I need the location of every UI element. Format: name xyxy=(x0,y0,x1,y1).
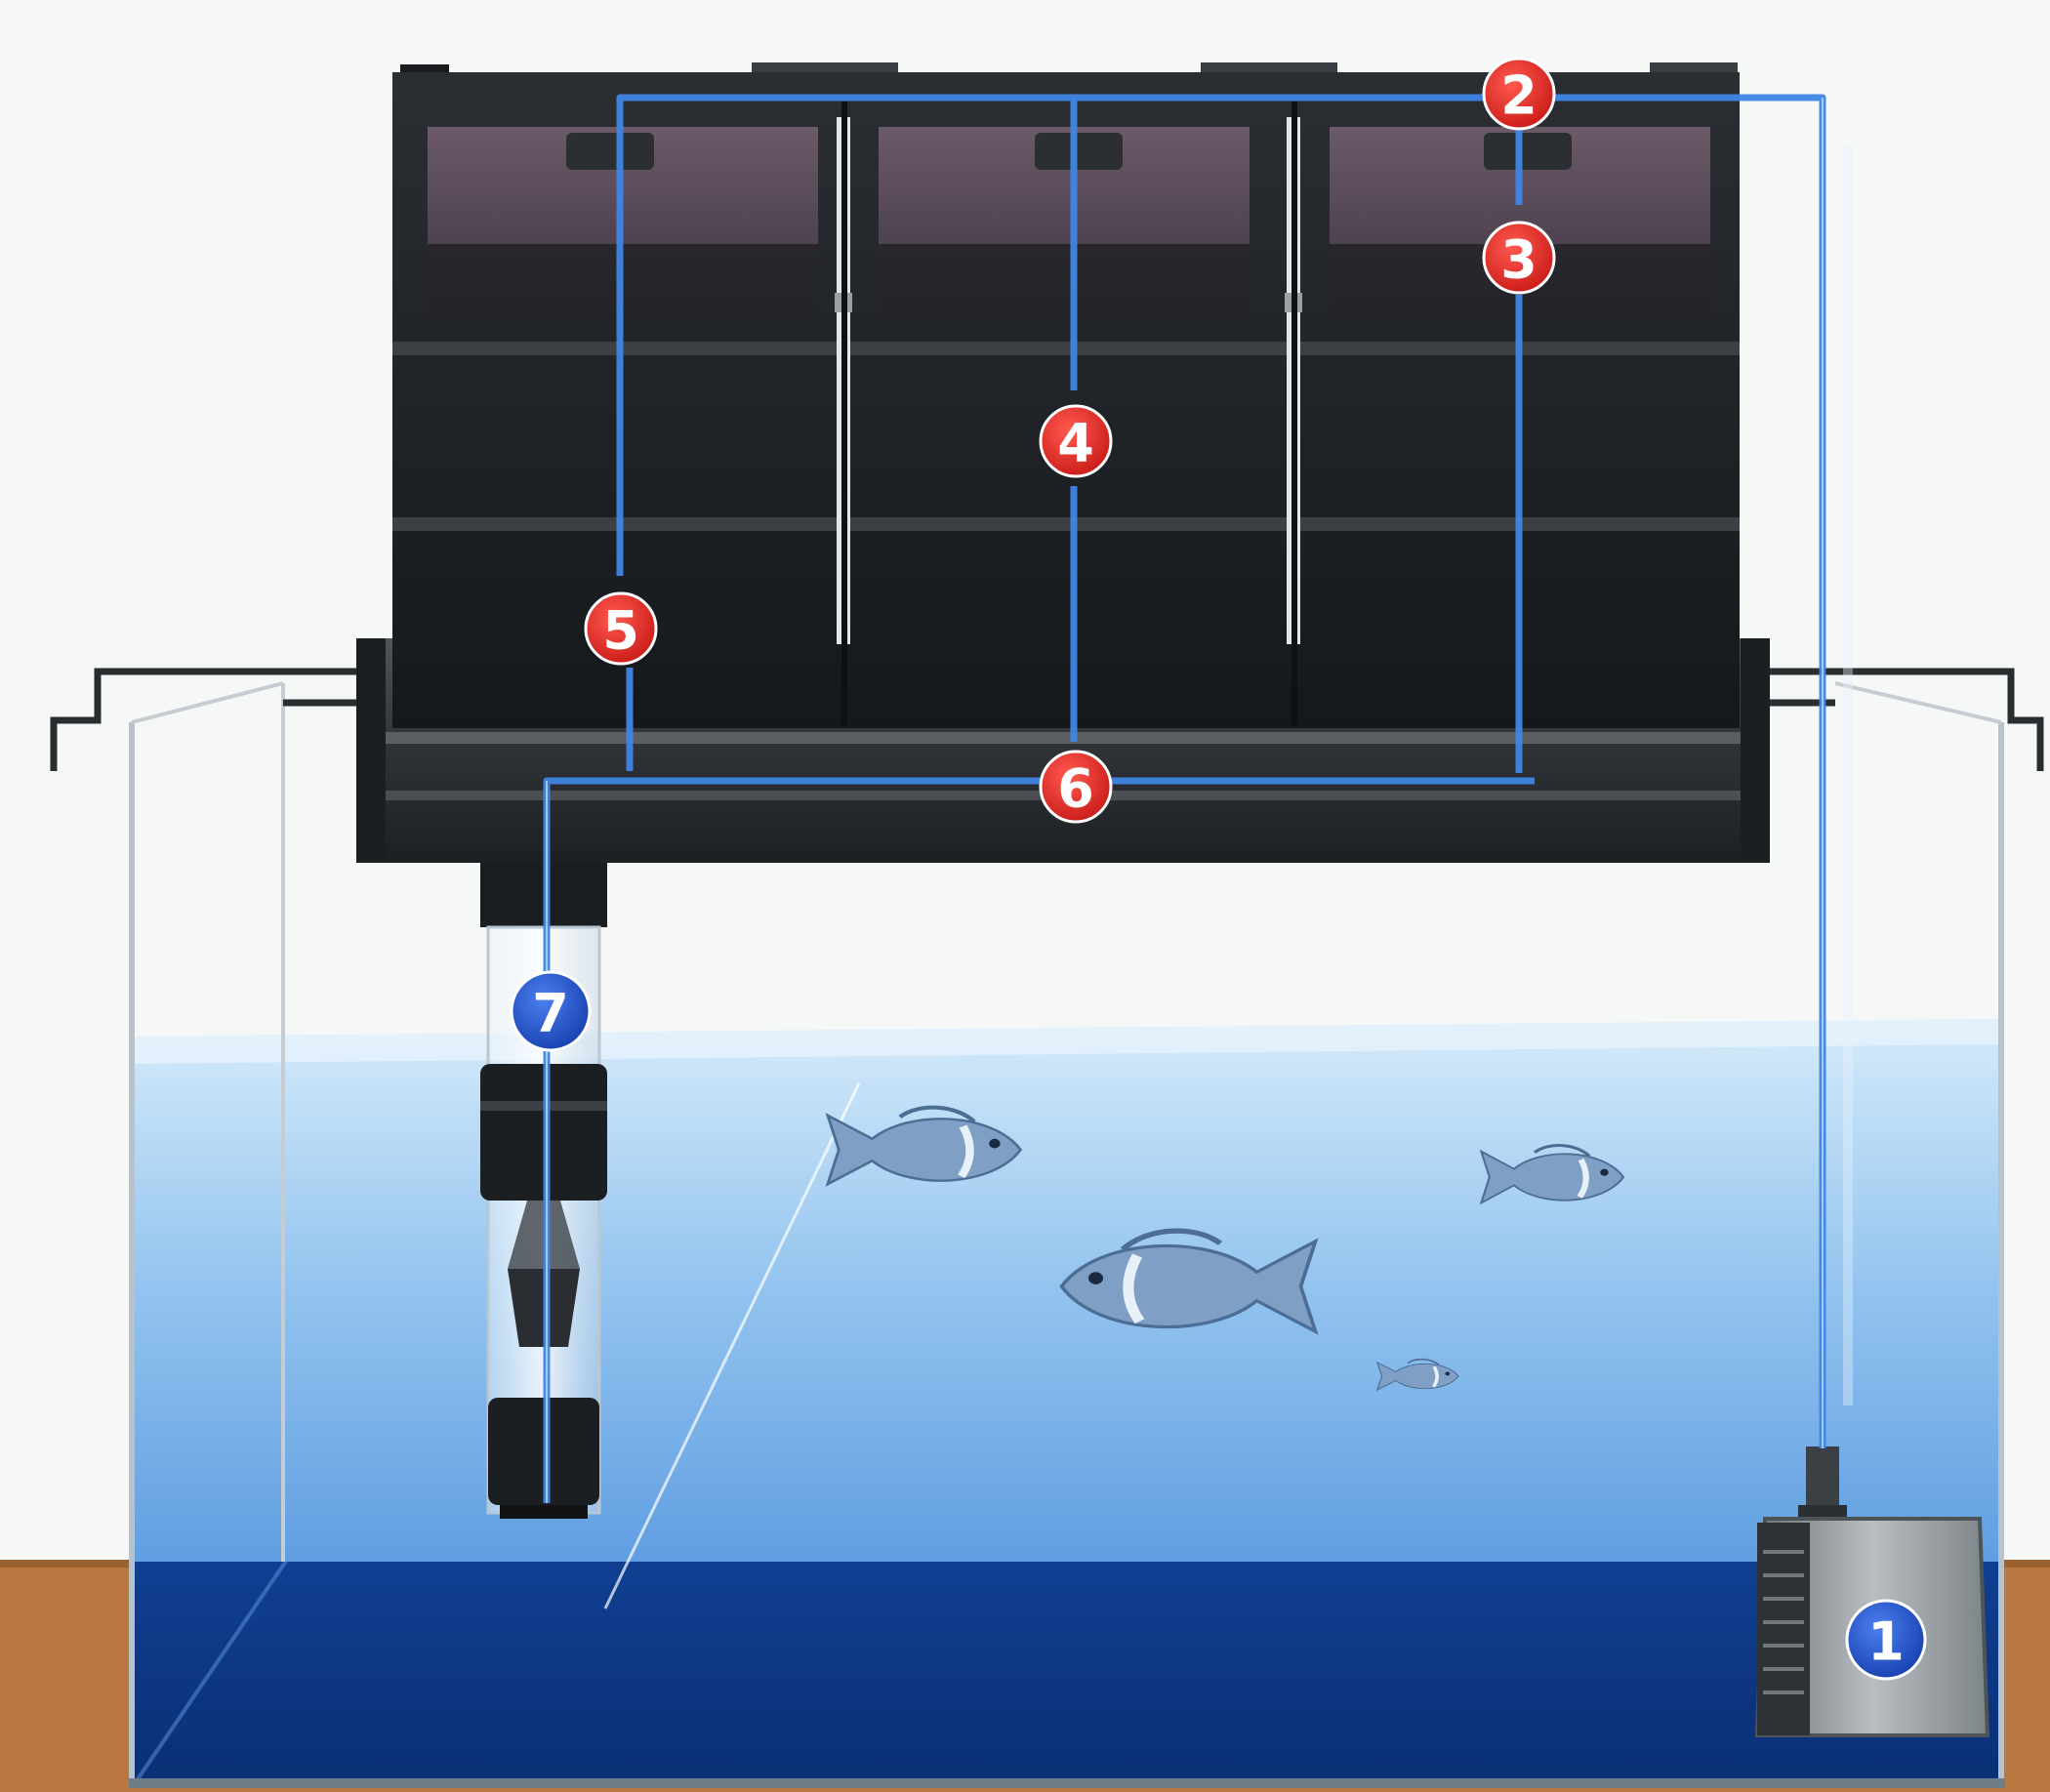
marker-5: 5 xyxy=(584,591,658,666)
marker-1-label: 1 xyxy=(1867,1611,1905,1673)
marker-4: 4 xyxy=(1039,404,1113,478)
marker-4-label: 4 xyxy=(1057,413,1094,474)
marker-7-label: 7 xyxy=(532,983,569,1044)
marker-2-label: 2 xyxy=(1500,65,1538,127)
tank-floor xyxy=(132,1562,2001,1784)
flow-line-top-header xyxy=(616,94,1484,576)
marker-6-label: 6 xyxy=(1057,758,1094,820)
marker-6: 6 xyxy=(1039,750,1113,824)
marker-7: 7 xyxy=(510,970,592,1052)
marker-2: 2 xyxy=(1482,57,1556,131)
marker-5-label: 5 xyxy=(602,600,639,662)
pump-intake-grille xyxy=(1757,1523,1810,1735)
marker-3: 3 xyxy=(1482,221,1556,295)
marker-3-label: 3 xyxy=(1500,229,1538,291)
marker-1: 1 xyxy=(1845,1599,1927,1681)
